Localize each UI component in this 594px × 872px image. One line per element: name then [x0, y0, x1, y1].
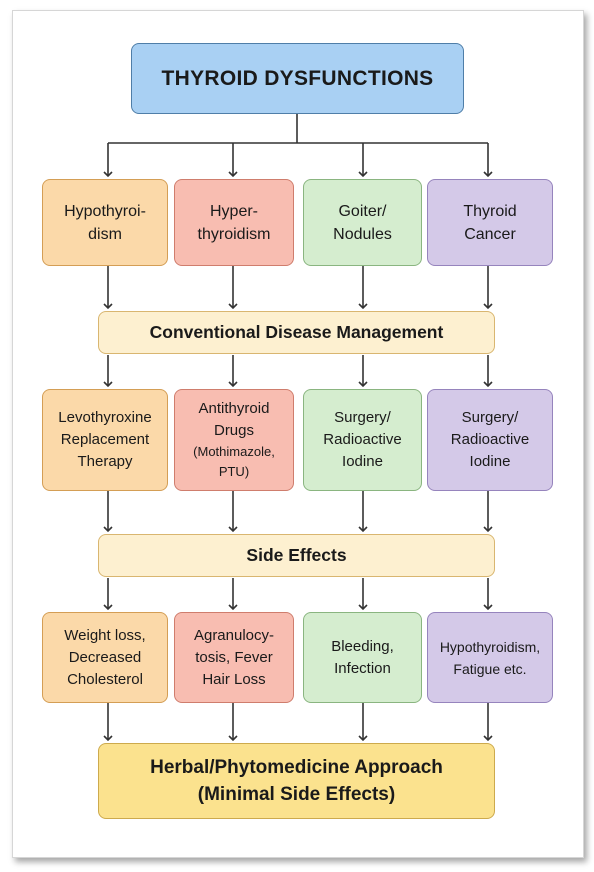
treatment-cancer-surgery: Surgery/ Radioactive Iodine [427, 389, 553, 491]
side-effect-antithyroid: Agranulocy- tosis, Fever Hair Loss [174, 612, 294, 703]
side-effect-goiter-surgery: Bleeding, Infection [303, 612, 422, 703]
treatment-goiter-surgery: Surgery/ Radioactive Iodine [303, 389, 422, 491]
treatment-levothyroxine-label: Levothyroxine Replacement Therapy [58, 409, 152, 470]
treatment-antithyroid-sublabel: (Mothimazole, PTU) [193, 444, 275, 479]
side-effects-band: Side Effects [98, 534, 495, 577]
condition-hyperthyroidism: Hyper- thyroidism [174, 179, 294, 266]
condition-goiter-nodules: Goiter/ Nodules [303, 179, 422, 266]
side-effect-cancer-surgery: Hypothyroidism, Fatigue etc. [427, 612, 553, 703]
treatment-cancer-surgery-label: Surgery/ Radioactive Iodine [450, 409, 530, 470]
treatment-antithyroid-drugs: Antithyroid Drugs (Mothimazole, PTU) [174, 389, 294, 491]
side-effect-levothyroxine: Weight loss, Decreased Cholesterol [42, 612, 168, 703]
herbal-approach-box: Herbal/Phytomedicine Approach (Minimal S… [98, 743, 495, 819]
treatment-antithyroid-label: Antithyroid Drugs [198, 400, 270, 439]
management-band: Conventional Disease Management [98, 311, 495, 354]
treatment-levothyroxine: Levothyroxine Replacement Therapy [42, 389, 168, 491]
condition-thyroid-cancer: Thyroid Cancer [427, 179, 553, 266]
treatment-goiter-surgery-label: Surgery/ Radioactive Iodine [323, 409, 402, 470]
condition-hypothyroidism: Hypothyroi- dism [42, 179, 168, 266]
diagram-title: THYROID DYSFUNCTIONS [131, 43, 464, 114]
